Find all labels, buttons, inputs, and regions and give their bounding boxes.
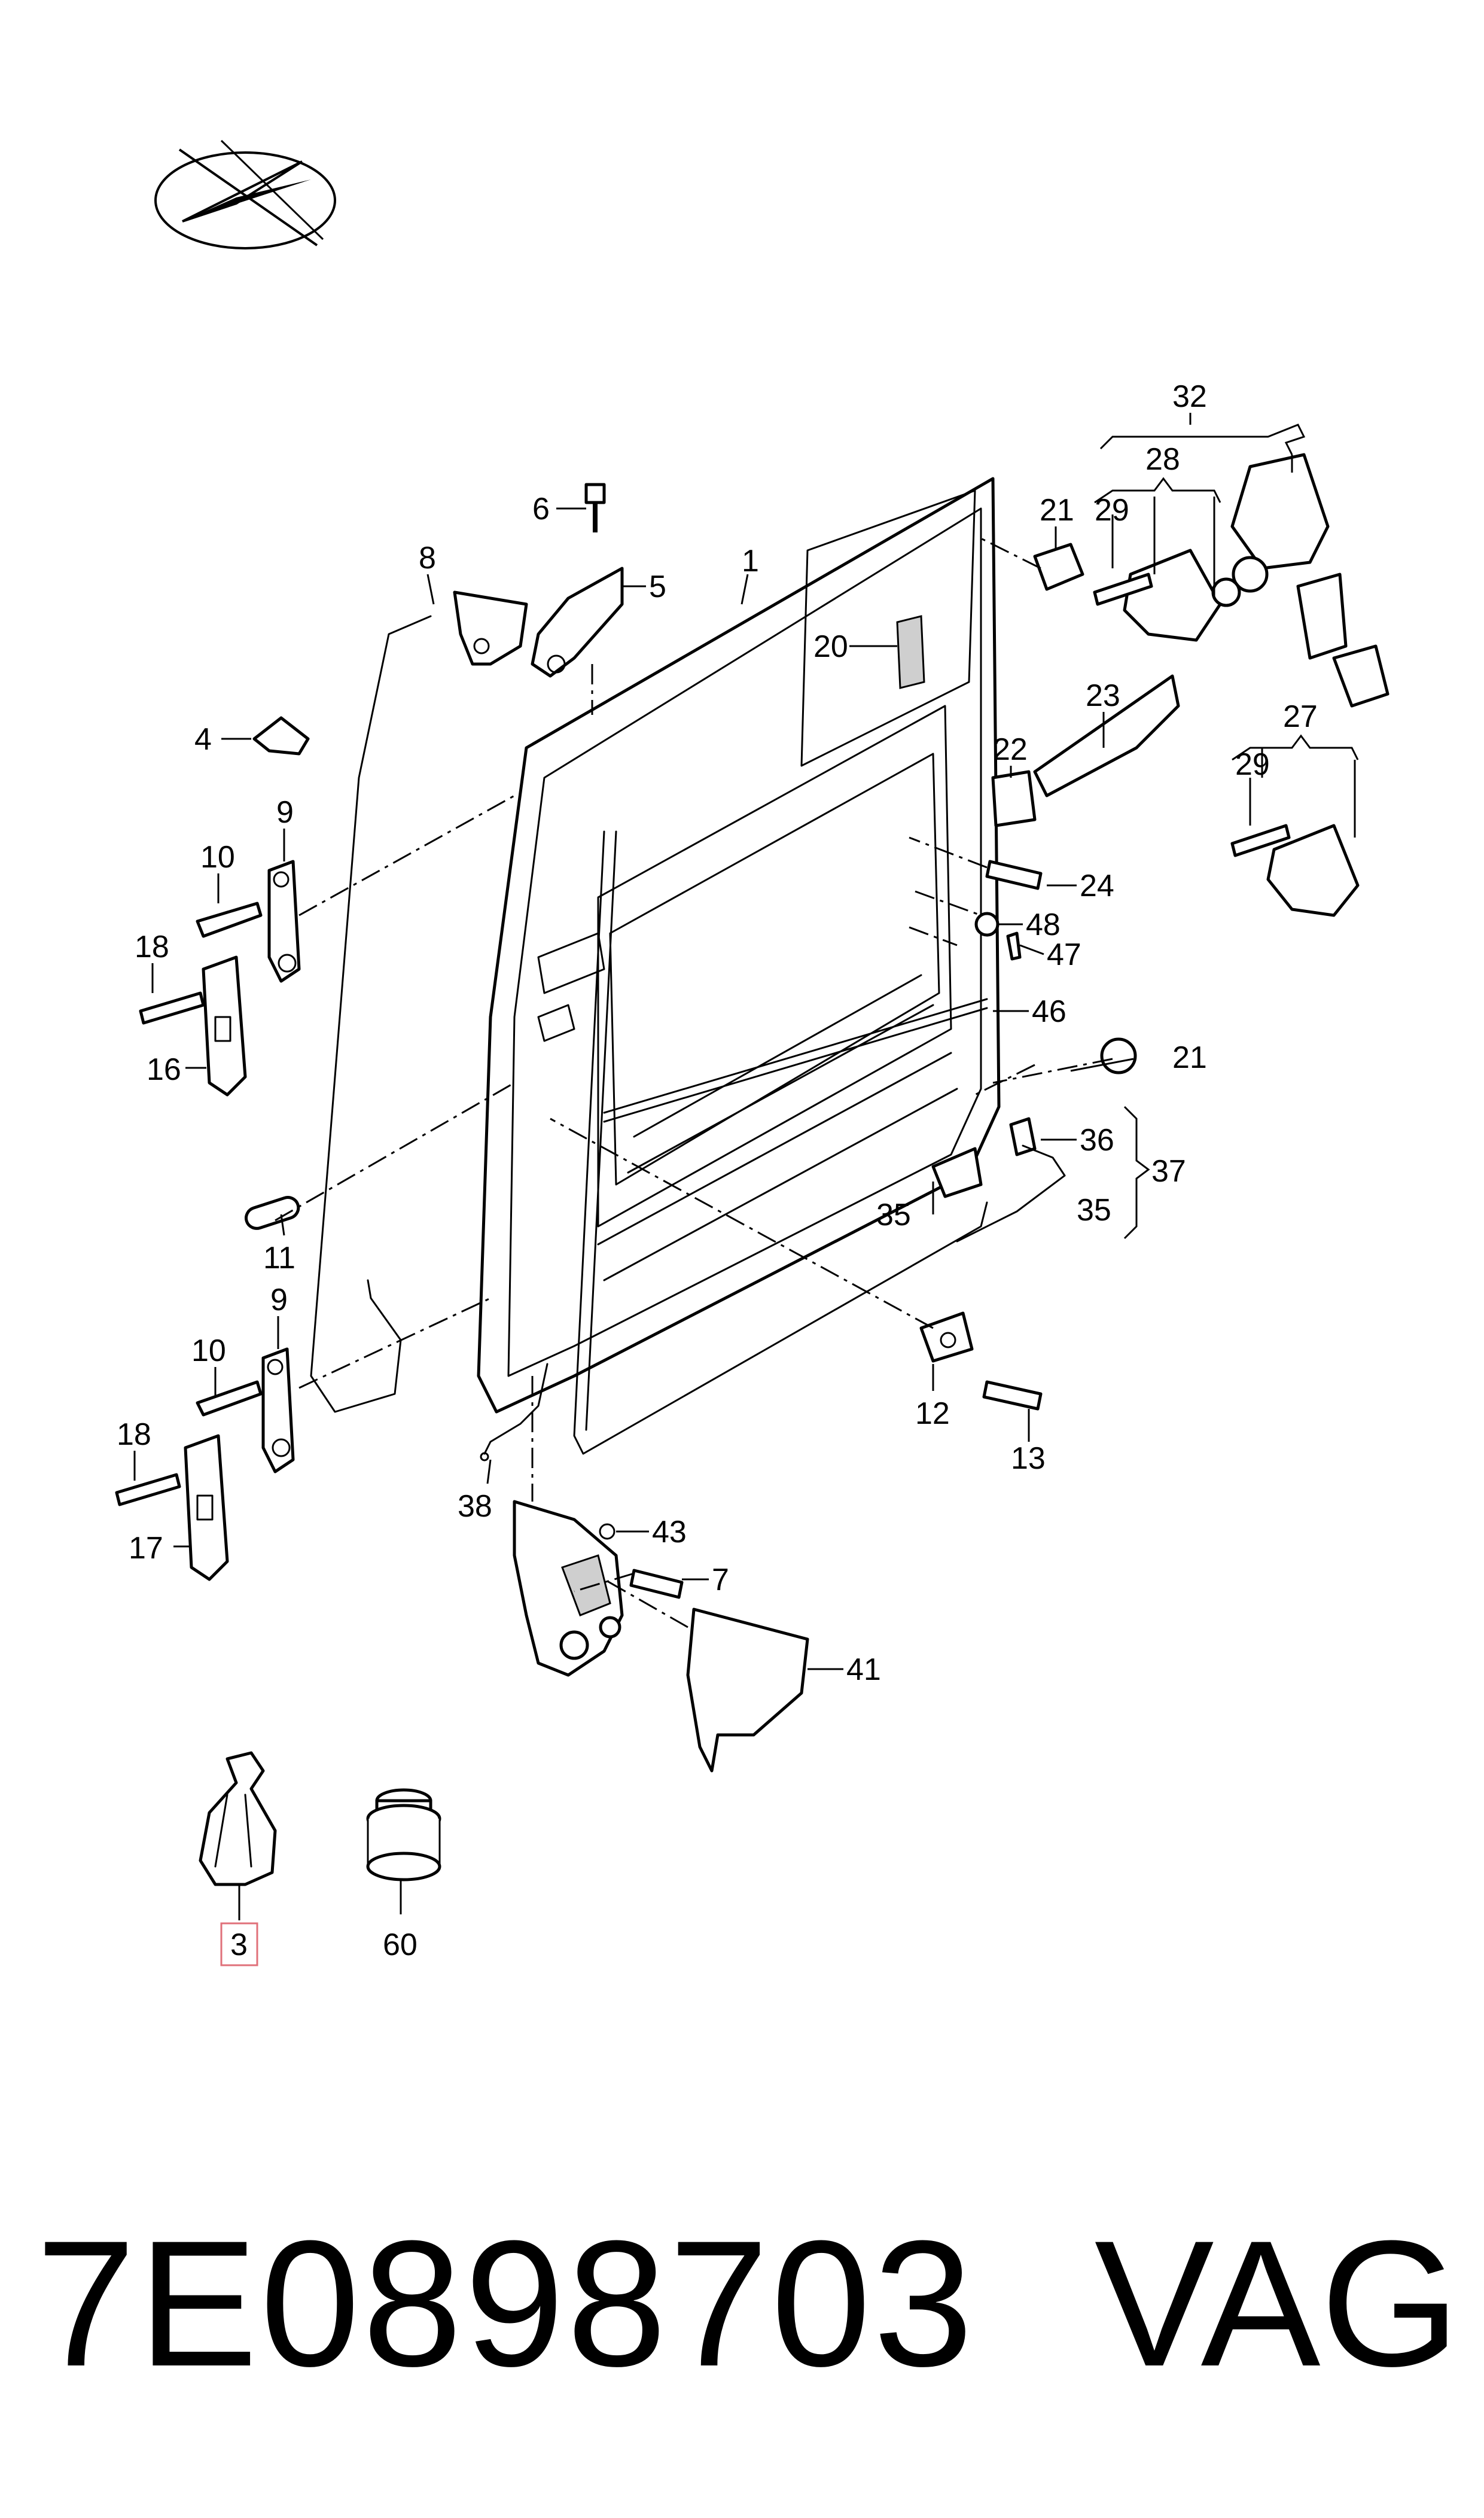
callout-13: 13: [1011, 1441, 1046, 1476]
callout-9a: 9: [276, 795, 294, 830]
callout-4: 4: [194, 722, 212, 757]
bolt: [1230, 824, 1291, 857]
seal-piece: [245, 1196, 300, 1230]
callout-22: 22: [993, 732, 1028, 767]
callout-12: 12: [915, 1396, 950, 1431]
callout-9b: 9: [270, 1283, 288, 1317]
callout-8: 8: [419, 541, 436, 576]
bolt: [982, 1380, 1043, 1411]
bolt: [196, 1380, 263, 1417]
striker-plate-lower: [184, 1434, 229, 1581]
callout-28: 28: [1145, 442, 1180, 477]
callout-46: 46: [1032, 994, 1066, 1029]
leader-lines: [133, 413, 1359, 1920]
callout-36: 36: [1080, 1123, 1114, 1158]
bolt: [115, 1473, 181, 1506]
callout-18a: 18: [135, 930, 169, 964]
guide-rail: [1033, 674, 1180, 797]
callout-27: 27: [1283, 699, 1318, 734]
callout-47: 47: [1047, 937, 1081, 972]
clip: [1006, 931, 1022, 961]
callout-60: 60: [383, 1928, 418, 1962]
callout-11: 11: [263, 1241, 295, 1275]
callout-17: 17: [129, 1531, 163, 1566]
callout-10a: 10: [200, 840, 235, 875]
callout-labels: 1 6 5 8 4 9 10 18 16 11 9 10 18 17 20 21…: [117, 379, 1318, 1962]
callout-38: 38: [458, 1489, 492, 1524]
callout-1: 1: [742, 544, 759, 578]
callout-20: 20: [813, 629, 848, 664]
bolt: [196, 902, 263, 938]
callout-3: 3: [230, 1928, 248, 1962]
hinge-lower: [261, 1347, 295, 1473]
screw-icon: [584, 483, 606, 532]
cable: [956, 1144, 1066, 1243]
callout-23: 23: [1086, 678, 1120, 713]
roller-bracket: [531, 567, 624, 678]
bolt: [629, 1569, 684, 1599]
callout-7: 7: [712, 1563, 729, 1597]
bolt: [139, 991, 205, 1025]
callout-37: 37: [1151, 1154, 1186, 1189]
brand-name: VAG: [1094, 2203, 1460, 2404]
callout-10b: 10: [191, 1333, 226, 1368]
actuator-motor: [1211, 453, 1389, 708]
grommet: [974, 912, 1000, 937]
callout-43: 43: [652, 1515, 687, 1549]
bolt: [1093, 573, 1153, 606]
brand-logo-icon: [154, 139, 336, 249]
callout-48: 48: [1026, 908, 1061, 942]
grease-bag-icon: [199, 1751, 277, 1886]
guide-insert: [896, 615, 925, 689]
clip: [252, 716, 310, 756]
callout-16: 16: [147, 1052, 181, 1087]
callout-41: 41: [846, 1652, 881, 1687]
cable: [483, 1363, 548, 1455]
callout-32: 32: [1172, 379, 1207, 414]
striker-plate-upper: [202, 955, 247, 1097]
callout-21a: 21: [1040, 493, 1074, 528]
cable: [310, 615, 432, 1413]
buffer: [991, 770, 1037, 827]
callout-21b: 21: [1172, 1040, 1207, 1075]
hinge-bracket: [453, 590, 528, 666]
door-seal-strip: [573, 830, 988, 1455]
callout-29a: 29: [1095, 493, 1129, 528]
callout-29b: 29: [1235, 747, 1270, 782]
cover-28: [1123, 549, 1222, 642]
part-number: 7E0898703: [36, 2203, 976, 2404]
grease-can-icon: [366, 1788, 441, 1881]
sliding-door-panel: [477, 477, 1001, 1414]
callout-35a: 35: [1077, 1193, 1111, 1228]
trim-cover: [686, 1607, 809, 1773]
cover-27: [1266, 824, 1360, 917]
cap-icon: [1033, 543, 1084, 591]
highlight-box: [220, 1922, 258, 1966]
cap-icon: [1100, 1037, 1137, 1074]
callout-24: 24: [1080, 869, 1114, 903]
lower-hinge-assembly: [513, 1500, 624, 1677]
clip: [1009, 1117, 1037, 1156]
bolt: [985, 860, 1043, 890]
callout-18b: 18: [117, 1417, 151, 1452]
callout-6: 6: [532, 492, 550, 526]
linkage-rod: [603, 998, 988, 1114]
callout-5: 5: [649, 570, 666, 604]
callout-35b: 35: [876, 1198, 911, 1232]
hinge-upper: [267, 860, 301, 983]
end-cap: [919, 1311, 974, 1363]
bracket-35: [931, 1147, 983, 1198]
